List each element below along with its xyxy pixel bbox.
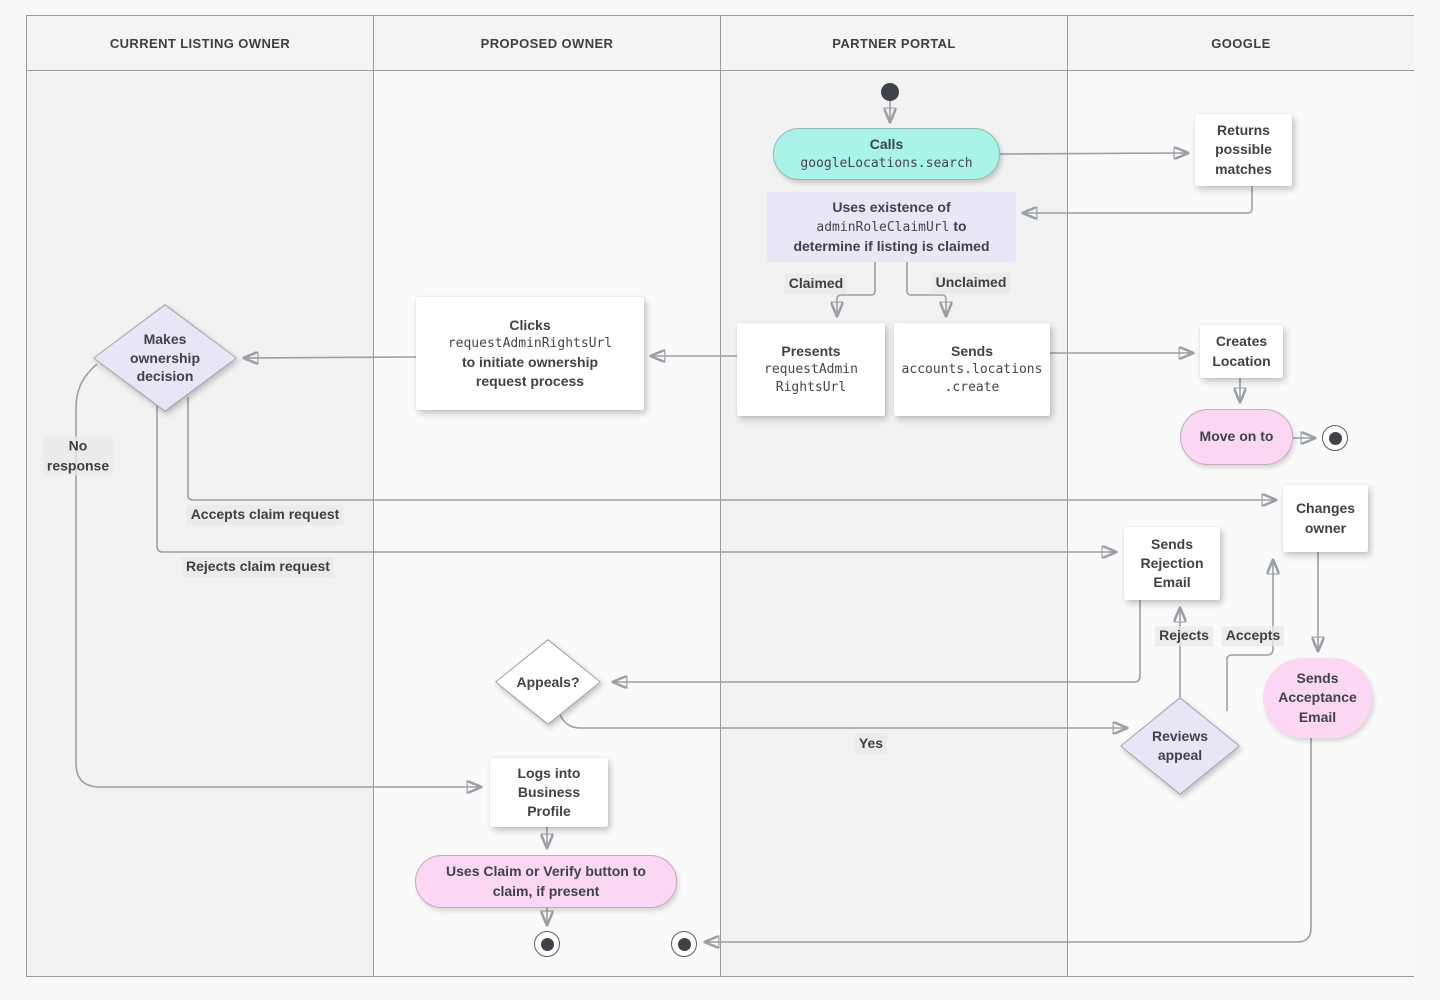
edge-label-rejects: Rejects [1155, 626, 1213, 646]
diamond-text: Makes ownership decision [129, 330, 200, 385]
end-node-proposed-owner [534, 931, 560, 957]
node-returns-possible-matches: Returns possible matches [1195, 114, 1292, 186]
node-title: Presents [781, 342, 841, 359]
node-code: accounts.locations [901, 362, 1043, 378]
lane-title: PARTNER PORTAL [832, 35, 956, 51]
node-line: to initiate ownership [461, 353, 599, 370]
note-line: adminRoleClaimUrl to [816, 217, 966, 237]
edge-label-claimed: Claimed [784, 274, 848, 294]
node-title: Sends Acceptance Email [1278, 670, 1357, 725]
end-node-core [540, 937, 554, 951]
lane-current-listing-owner: CURRENT LISTING OWNER [27, 16, 374, 976]
end-node-core [1328, 431, 1342, 445]
lane-title: CURRENT LISTING OWNER [109, 35, 291, 51]
edge-label-unclaimed: Unclaimed [931, 273, 1011, 293]
edge-label-no-response: No response [42, 436, 114, 476]
node-sends-accounts-locations-create: Sends accounts.locations .create [894, 323, 1050, 416]
note-line: Uses existence of [832, 198, 951, 215]
end-node-google [1322, 425, 1348, 451]
node-line: request process [475, 373, 585, 390]
edge-label-rejects-claim-request: Rejects claim request [182, 557, 334, 577]
node-code: requestAdminRightsUrl [447, 335, 613, 351]
node-title: Calls [869, 136, 904, 153]
edge-label-yes: Yes [854, 734, 888, 754]
node-logs-into-business-profile: Logs into Business Profile [490, 758, 608, 827]
diamond-text: Reviews appeal [1151, 728, 1209, 763]
node-creates-location: Creates Location [1200, 325, 1283, 378]
node-title: Sends Rejection Email [1140, 535, 1204, 591]
node-code: RightsUrl [775, 380, 847, 396]
node-makes-ownership-decision: Makes ownership decision [93, 304, 237, 412]
edge-label-accepts-claim-request: Accepts claim request [186, 505, 344, 525]
lane-header: PROPOSED OWNER [374, 16, 720, 71]
lane-header: CURRENT LISTING OWNER [27, 16, 373, 71]
lane-header: PARTNER PORTAL [721, 16, 1067, 71]
lane-body [374, 71, 720, 976]
node-title: Clicks [509, 316, 551, 333]
node-uses-existence-note: Uses existence of adminRoleClaimUrl to d… [767, 192, 1016, 262]
node-calls-googlelocations-search: Calls googleLocations.search [773, 128, 1000, 180]
node-title: Uses Claim or Verify button to claim, if… [446, 863, 646, 899]
node-title: Move on to [1199, 428, 1274, 445]
node-presents-requestadminrightsurl: Presents requestAdmin RightsUrl [737, 323, 885, 416]
end-node-partner-portal [671, 931, 697, 957]
node-title: Sends [950, 342, 993, 359]
node-code: .create [944, 380, 1000, 396]
node-uses-claim-or-verify-button: Uses Claim or Verify button to claim, if… [415, 855, 677, 908]
node-title: Logs into Business Profile [517, 764, 581, 820]
node-title: Changes owner [1295, 500, 1356, 536]
node-sends-acceptance-email: Sends Acceptance Email [1263, 658, 1372, 738]
note-line: determine if listing is claimed [793, 237, 990, 254]
node-move-on-to: Move on to [1180, 409, 1293, 465]
node-code: googleLocations.search [800, 155, 973, 171]
node-sends-rejection-email: Sends Rejection Email [1124, 527, 1220, 600]
node-changes-owner: Changes owner [1283, 485, 1368, 552]
end-node-core [677, 937, 691, 951]
node-title: Creates Location [1212, 333, 1271, 369]
lane-header: GOOGLE [1068, 16, 1414, 71]
note-line-suffix: to [949, 218, 967, 235]
node-code: requestAdmin [764, 362, 858, 378]
node-reviews-appeal: Reviews appeal [1120, 697, 1240, 795]
lane-title: GOOGLE [1211, 35, 1271, 51]
edge-label-accepts: Accepts [1221, 626, 1285, 646]
node-appeals-decision: Appeals? [495, 639, 601, 725]
diamond-text: Appeals? [516, 673, 580, 690]
note-code: adminRoleClaimUrl [816, 220, 950, 236]
lane-title: PROPOSED OWNER [480, 35, 614, 51]
lane-proposed-owner: PROPOSED OWNER [374, 16, 721, 976]
node-title: Returns possible matches [1215, 122, 1272, 177]
start-node [881, 83, 899, 101]
node-clicks-requestadminrightsurl: Clicks requestAdminRightsUrl to initiate… [416, 297, 644, 410]
